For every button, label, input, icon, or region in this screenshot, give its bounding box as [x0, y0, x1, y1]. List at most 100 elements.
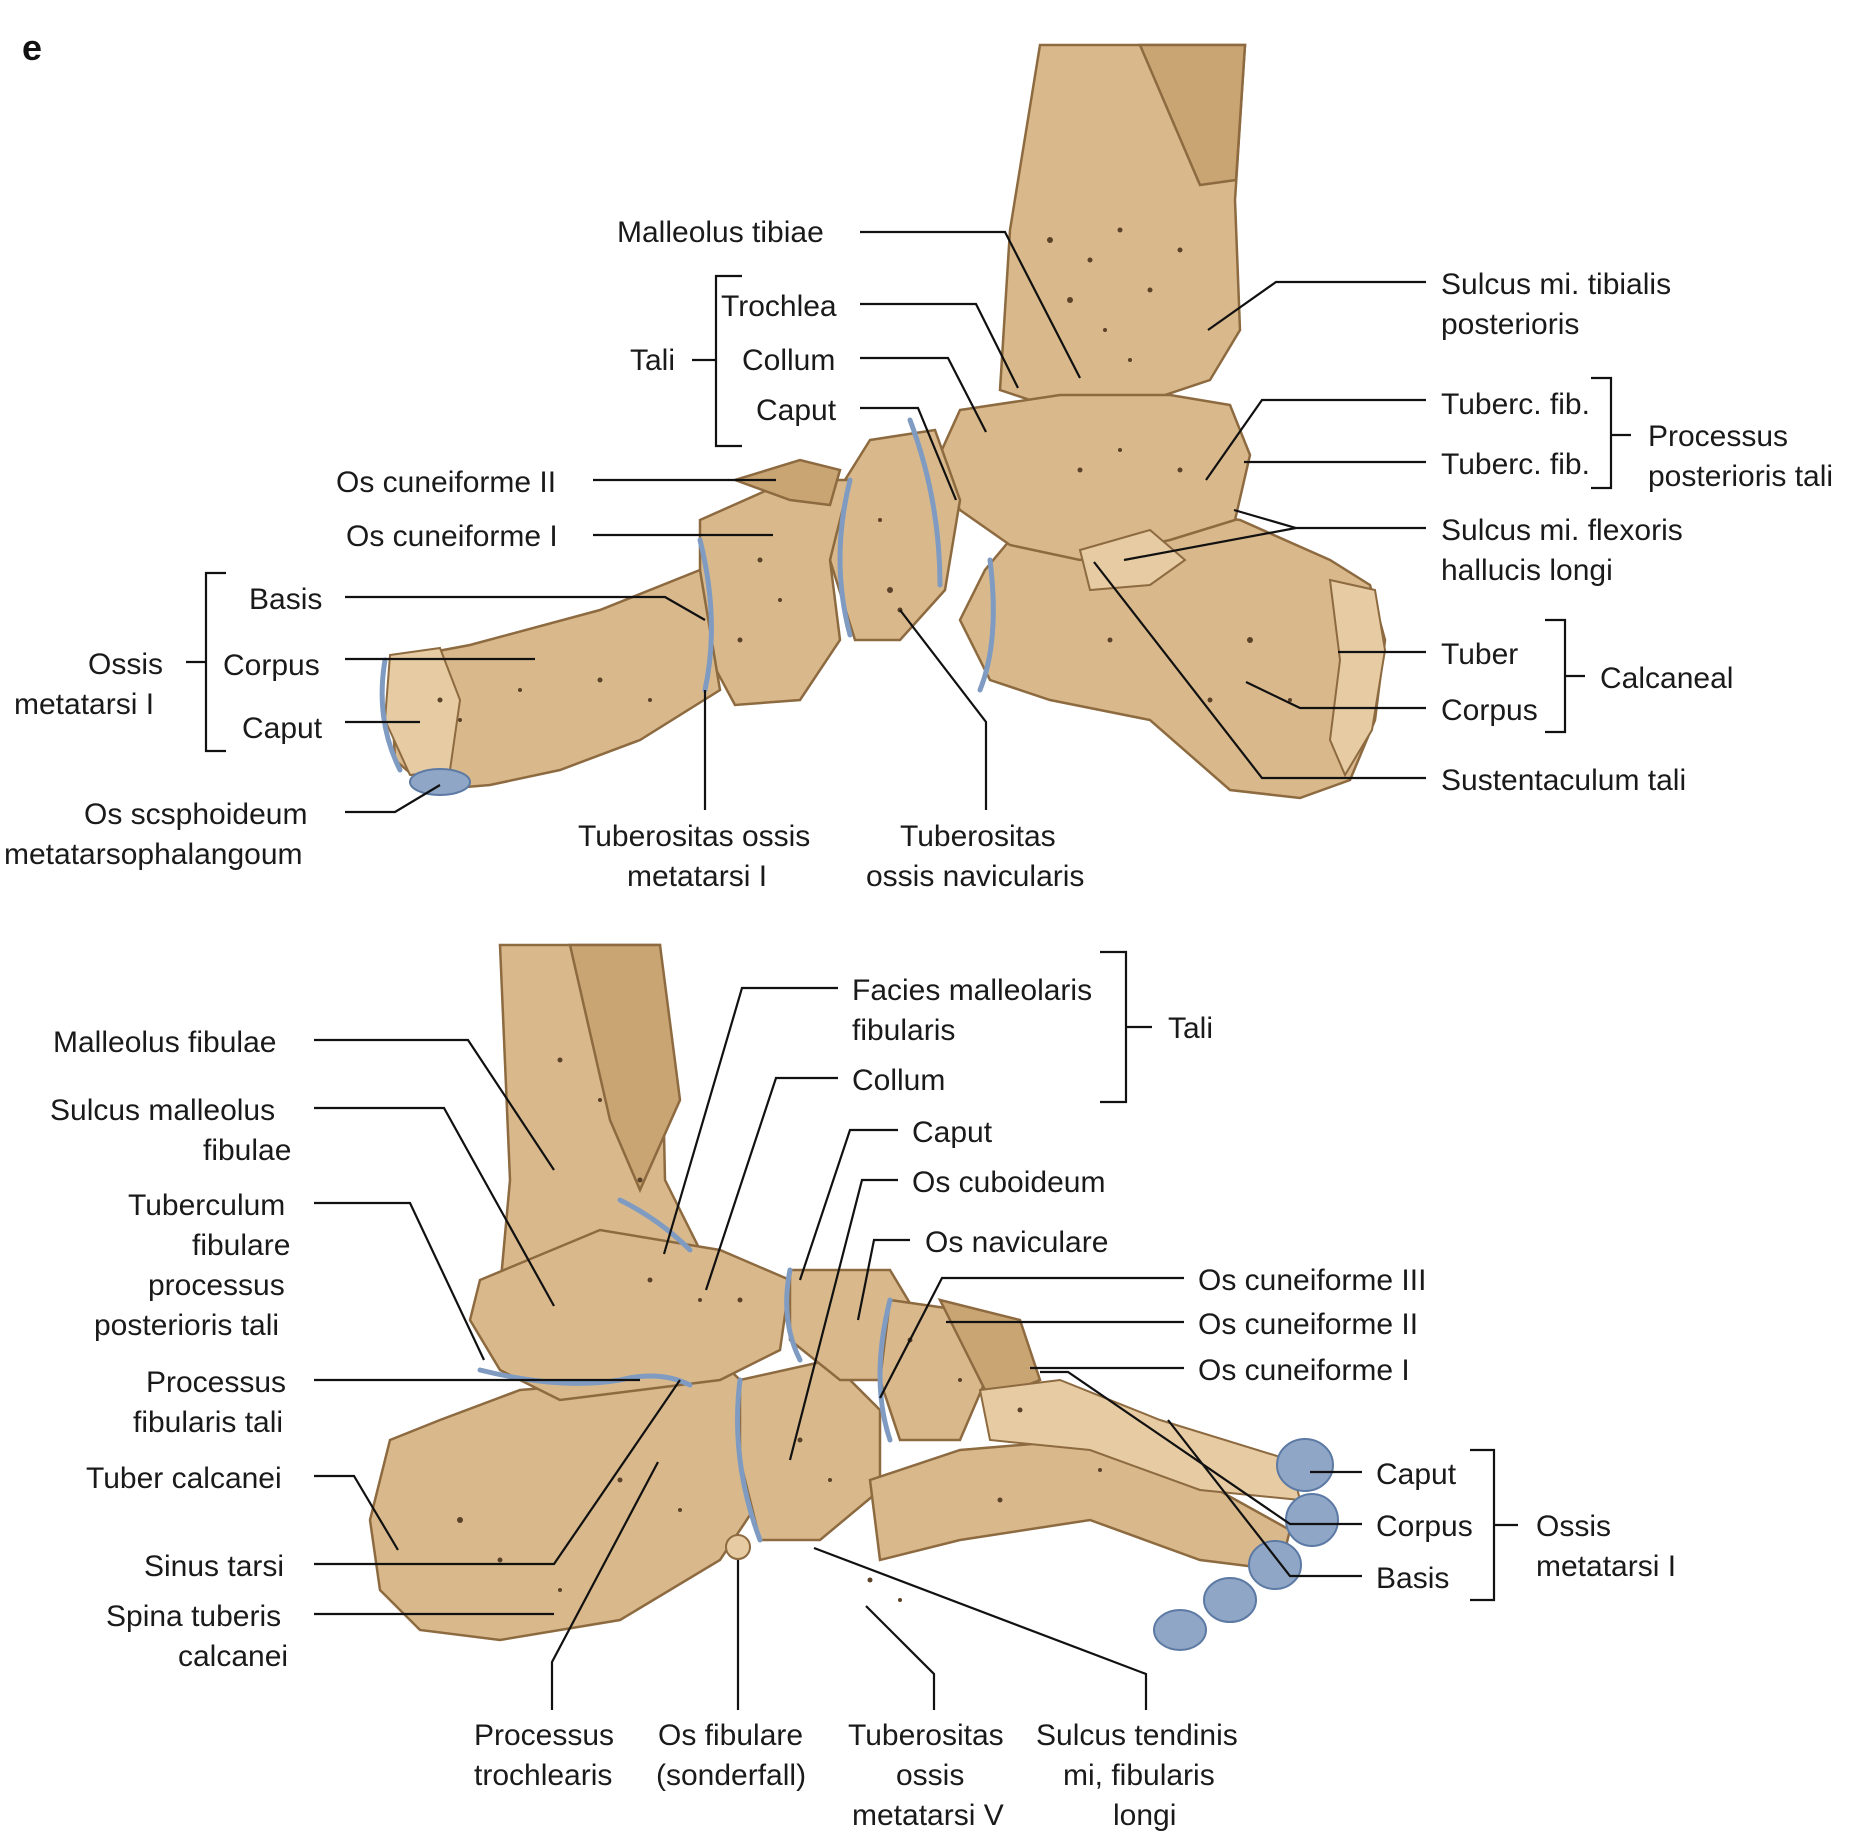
- leader-line: [345, 595, 706, 621]
- leader-line: [314, 1038, 555, 1171]
- label-tali-lat: Tali: [1168, 1012, 1213, 1045]
- label-sulcus-ten-2: mi, fibularis: [1063, 1759, 1215, 1792]
- leader-line: [865, 1605, 936, 1710]
- cuneiform-ii-medial: [731, 458, 842, 507]
- leader-line: [899, 609, 988, 810]
- leader-line: [860, 302, 1019, 389]
- lateral-view-labels: Malleolus fibulae Sulcus malleolus fibul…: [50, 950, 1676, 1832]
- leader-line: [1233, 508, 1426, 530]
- label-caput: Caput: [756, 394, 837, 427]
- joint-line: [907, 417, 943, 588]
- leader-line: [813, 1546, 1148, 1710]
- label-tub-v-2: ossis: [896, 1759, 964, 1792]
- label-basis: Basis: [249, 583, 322, 616]
- label-os-cuboideum: Os cuboideum: [912, 1166, 1105, 1199]
- label-tub-nav-2: ossis navicularis: [866, 860, 1084, 893]
- leader-line: [798, 1128, 898, 1281]
- label-facies-2: fibularis: [852, 1014, 955, 1047]
- leader-line: [1123, 526, 1297, 562]
- label-ossis: Ossis: [88, 648, 163, 681]
- label-tuberculum-2: fibulare: [192, 1229, 290, 1262]
- leader-line: [314, 1474, 399, 1551]
- label-posterioris-tali: posterioris tali: [1648, 460, 1833, 493]
- leader-line: [860, 230, 1081, 379]
- label-calcaneal: Calcaneal: [1600, 662, 1733, 695]
- metatarsal-head: [1285, 1493, 1339, 1547]
- leader-line: [879, 1276, 1184, 1399]
- label-proc-fib-1: Processus: [146, 1366, 286, 1399]
- calcaneus-lateral: [368, 1358, 762, 1642]
- leader-line: [1093, 561, 1426, 780]
- sesamoid-medial: [409, 768, 471, 796]
- label-os-cuneiforme-iii: Os cuneiforme III: [1198, 1264, 1426, 1297]
- label-tuberculum-3: processus: [148, 1269, 285, 1302]
- label-metatarsi-i: metatarsi I: [14, 688, 154, 721]
- bracket: [1100, 950, 1128, 1104]
- joint-line: [379, 657, 403, 773]
- label-sulcus-mall-2: fibulae: [203, 1134, 291, 1167]
- medial-view-illustration: [379, 43, 1387, 800]
- cuneiform-i-medial: [698, 478, 852, 707]
- leader-line: [1207, 280, 1426, 331]
- leader-line: [860, 356, 987, 433]
- leader-line: [704, 1076, 838, 1291]
- metatarsal-head: [1276, 1438, 1334, 1492]
- calcaneal-tuber-medial: [1328, 578, 1387, 778]
- label-malleolus-tibiae: Malleolus tibiae: [617, 216, 824, 249]
- label-processus: Processus: [1648, 420, 1788, 453]
- label-proc-troch-1: Processus: [474, 1719, 614, 1752]
- joint-line: [617, 1197, 693, 1253]
- label-caput-lat: Caput: [912, 1116, 993, 1149]
- label-metatarsi-i-lat: metatarsi I: [1536, 1550, 1676, 1583]
- metatarsal-head: [1248, 1540, 1302, 1590]
- label-tub-v-1: Tuberositas: [848, 1719, 1004, 1752]
- label-tuberc-fib-1: Tuberc. fib.: [1441, 388, 1590, 421]
- leader-line: [1245, 681, 1426, 710]
- label-collum-lat: Collum: [852, 1064, 945, 1097]
- label-collum: Collum: [742, 344, 835, 377]
- label-tuber: Tuber: [1441, 638, 1518, 671]
- leader-line: [314, 1201, 485, 1361]
- label-ossis-lat: Ossis: [1536, 1510, 1611, 1543]
- label-malleolus-fibulae: Malleolus fibulae: [53, 1026, 276, 1059]
- label-sulcus-tib-2: posterioris: [1441, 308, 1579, 341]
- label-metatarsophalangoum: metatarsophalangoum: [4, 838, 303, 871]
- panel-letter: e: [22, 27, 42, 68]
- joint-line: [784, 1267, 803, 1363]
- label-facies-1: Facies malleolaris: [852, 974, 1092, 1007]
- label-sustentaculum: Sustentaculum tali: [1441, 764, 1686, 797]
- medial-view-labels: Malleolus tibiae Tali Trochlea Collum Ca…: [4, 216, 1833, 893]
- label-sulcus-ten-3: longi: [1113, 1799, 1176, 1832]
- label-sulcus-tib-1: Sulcus mi. tibialis: [1441, 268, 1671, 301]
- fibula-shadow: [1138, 43, 1247, 187]
- label-tuberc-fib-2: Tuberc. fib.: [1441, 448, 1590, 481]
- label-basis-mt-lat: Basis: [1376, 1562, 1449, 1595]
- label-tali: Tali: [630, 344, 675, 377]
- label-os-cuneiforme-ii: Os cuneiforme II: [336, 466, 556, 499]
- label-tub-mt-1: Tuberositas ossis: [578, 820, 810, 853]
- label-corpus-mt-lat: Corpus: [1376, 1510, 1473, 1543]
- bracket: [1545, 618, 1567, 734]
- label-spina-1: Spina tuberis: [106, 1600, 281, 1633]
- joint-line: [735, 1377, 763, 1543]
- label-corpus: Corpus: [223, 649, 320, 682]
- leader-line: [345, 784, 441, 814]
- leader-line: [662, 986, 838, 1255]
- label-os-cuneiforme-i-lat: Os cuneiforme I: [1198, 1354, 1410, 1387]
- label-caput-mt-lat: Caput: [1376, 1458, 1457, 1491]
- label-corpus-calc: Corpus: [1441, 694, 1538, 727]
- bracket: [1591, 376, 1613, 490]
- label-os-fib-1: Os fibulare: [658, 1719, 803, 1752]
- leader-line: [314, 1106, 555, 1307]
- label-spina-2: calcanei: [178, 1640, 288, 1673]
- label-tuberculum-1: Tuberculum: [128, 1189, 285, 1222]
- label-tub-v-3: metatarsi V: [852, 1799, 1004, 1832]
- bracket: [1470, 1448, 1496, 1602]
- label-os-cuneiforme-ii-lat: Os cuneiforme II: [1198, 1308, 1418, 1341]
- label-os-fib-2: (sonderfall): [656, 1759, 806, 1792]
- label-os-naviculare: Os naviculare: [925, 1226, 1108, 1259]
- label-sulcus-ten-1: Sulcus tendinis: [1036, 1719, 1238, 1752]
- label-tub-nav-1: Tuberositas: [900, 820, 1056, 853]
- metatarsal-head: [1153, 1609, 1207, 1651]
- label-proc-fib-2: fibularis tali: [133, 1406, 283, 1439]
